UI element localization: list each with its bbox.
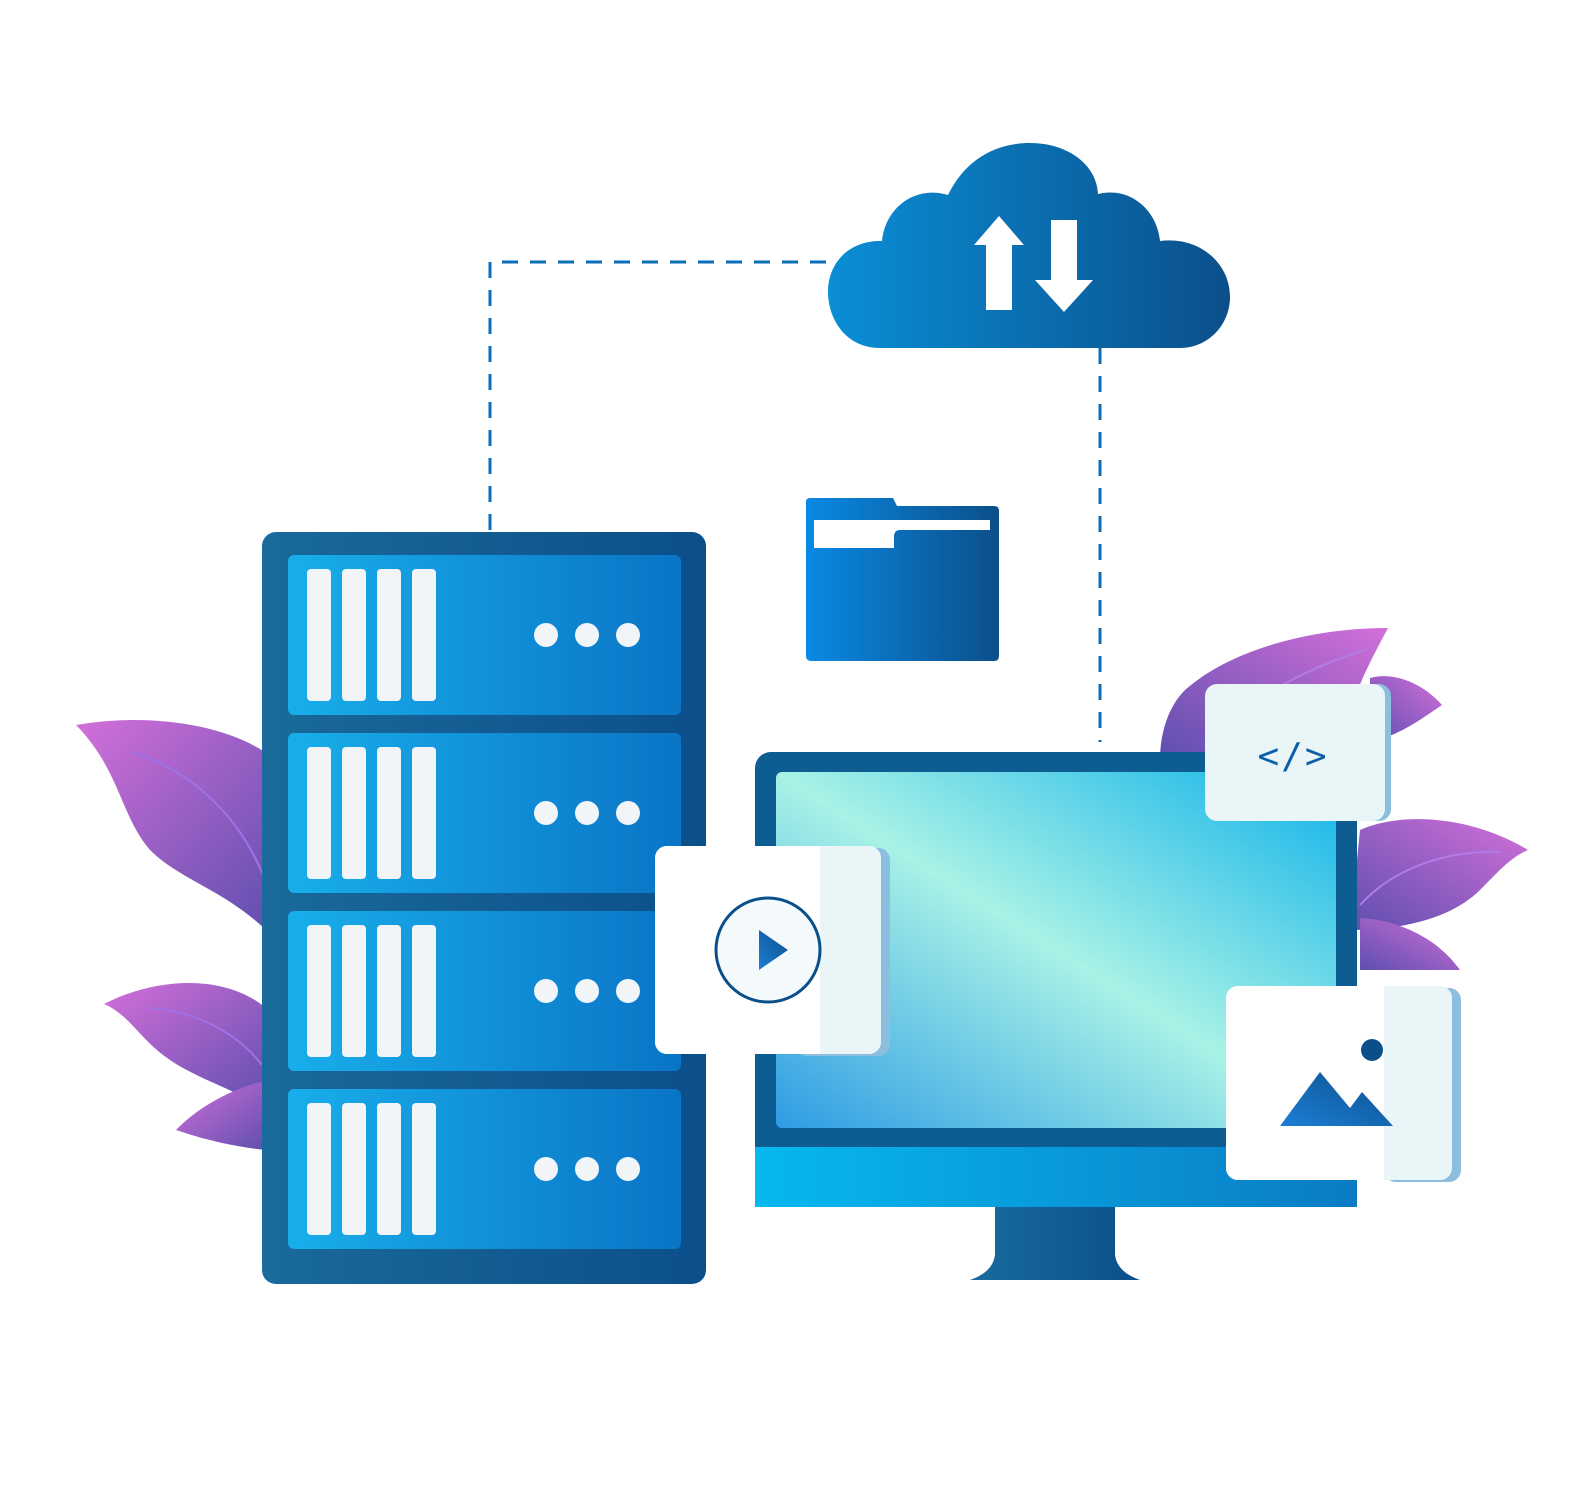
image-icon	[1280, 1039, 1393, 1126]
drive-bay-slot	[377, 1103, 401, 1235]
image-card	[1226, 986, 1461, 1182]
download-arrow-icon	[1035, 220, 1093, 312]
server-unit	[288, 733, 681, 893]
drive-bay-slot	[342, 1103, 366, 1235]
status-light-icon	[616, 979, 640, 1003]
connector-lines	[488, 260, 1102, 742]
monitor-stand	[970, 1202, 1140, 1280]
status-light-icon	[534, 1157, 558, 1181]
server-unit	[288, 911, 681, 1071]
drive-bay-slot	[412, 569, 436, 701]
leaf-icon	[104, 982, 268, 1110]
server-unit	[288, 555, 681, 715]
left-leaves	[76, 720, 275, 1150]
status-light-icon	[616, 1157, 640, 1181]
server-unit	[288, 1089, 681, 1249]
video-card	[655, 846, 890, 1056]
drive-bay-slot	[307, 747, 331, 879]
server-rack-icon	[262, 532, 706, 1284]
drive-bay-slot	[307, 569, 331, 701]
status-light-icon	[616, 623, 640, 647]
status-light-icon	[534, 623, 558, 647]
server-units	[288, 555, 681, 1249]
folder-icon	[806, 498, 999, 661]
drive-bay-slot	[377, 747, 401, 879]
cloud-icon	[828, 143, 1230, 348]
upload-download-arrows-icon	[974, 216, 1093, 312]
drive-bay-slot	[412, 1103, 436, 1235]
status-light-icon	[575, 1157, 599, 1181]
upload-arrow-icon	[974, 216, 1024, 310]
monitor-icon	[755, 752, 1357, 1280]
code-icon: </>	[1257, 736, 1328, 777]
drive-bay-slot	[412, 747, 436, 879]
drive-bay-slot	[307, 1103, 331, 1235]
leaf-icon	[76, 720, 275, 932]
code-card: </>	[1205, 684, 1391, 821]
play-icon	[714, 896, 822, 1004]
monitor-screen	[776, 772, 1336, 1128]
status-light-icon	[534, 801, 558, 825]
status-light-icon	[534, 979, 558, 1003]
drive-bay-slot	[377, 925, 401, 1057]
leaf-icon	[1360, 918, 1460, 970]
drive-bay-slot	[307, 925, 331, 1057]
drive-bay-slot	[377, 569, 401, 701]
status-light-icon	[575, 979, 599, 1003]
drive-bay-slot	[342, 925, 366, 1057]
status-light-icon	[575, 801, 599, 825]
status-light-icon	[575, 623, 599, 647]
drive-bay-slot	[342, 569, 366, 701]
leaf-icon	[176, 1080, 268, 1150]
drive-bay-slot	[412, 925, 436, 1057]
status-light-icon	[616, 801, 640, 825]
leaf-icon	[1350, 819, 1528, 930]
drive-bay-slot	[342, 747, 366, 879]
server-to-cloud-line	[488, 260, 850, 530]
